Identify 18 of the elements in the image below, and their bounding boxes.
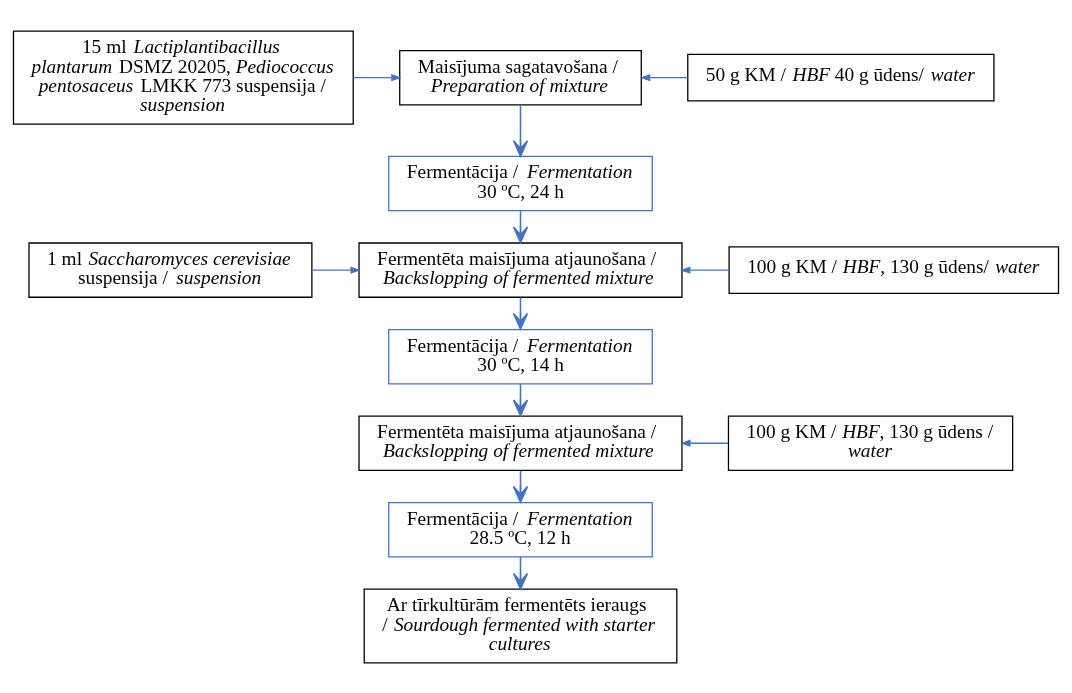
node-box: 100 g KM / HBF, 130 g ūdens/ water — [728, 245, 1060, 294]
node-box: Maisījuma sagatavošana / Preparation of mixture — [399, 49, 642, 105]
node-box: 15 ml Lactiplantibacillus plantarum DSMZ 20205, Pediococcus pentosaceus LMKK 773 suspensija / suspension — [12, 30, 354, 125]
arrow — [311, 266, 361, 274]
node-box: 100 g KM / HBF, 130 g ūdens / water — [727, 414, 1014, 471]
node-box: Ar tīrkultūrām fermentēts ieraugs / Sourdough fermented with starter cultures — [363, 588, 678, 663]
arrow — [680, 439, 729, 447]
node-box: 1 ml Saccharomyces cerevisiae suspensija / suspension — [28, 241, 313, 298]
node-box: 50 g KM / HBF 40 g ūdens/ water — [687, 53, 995, 102]
arrow — [512, 103, 529, 157]
node-box: Fermentācija / Fermentation 30 ºC, 14 h — [388, 328, 653, 384]
node-box: Fermentācija / Fermentation 30 ºC, 24 h — [388, 155, 653, 211]
node-box: Fermentēta maisījuma atjaunošana / Backslopping of fermented mixture — [358, 241, 683, 298]
arrow — [680, 266, 730, 274]
arrow — [352, 73, 402, 81]
node-box: Fermentēta maisījuma atjaunošana / Backslopping of fermented mixture — [358, 414, 683, 471]
arrow — [639, 73, 689, 81]
node-box: Fermentācija / Fermentation 28.5 ºC, 12 h — [388, 501, 653, 558]
